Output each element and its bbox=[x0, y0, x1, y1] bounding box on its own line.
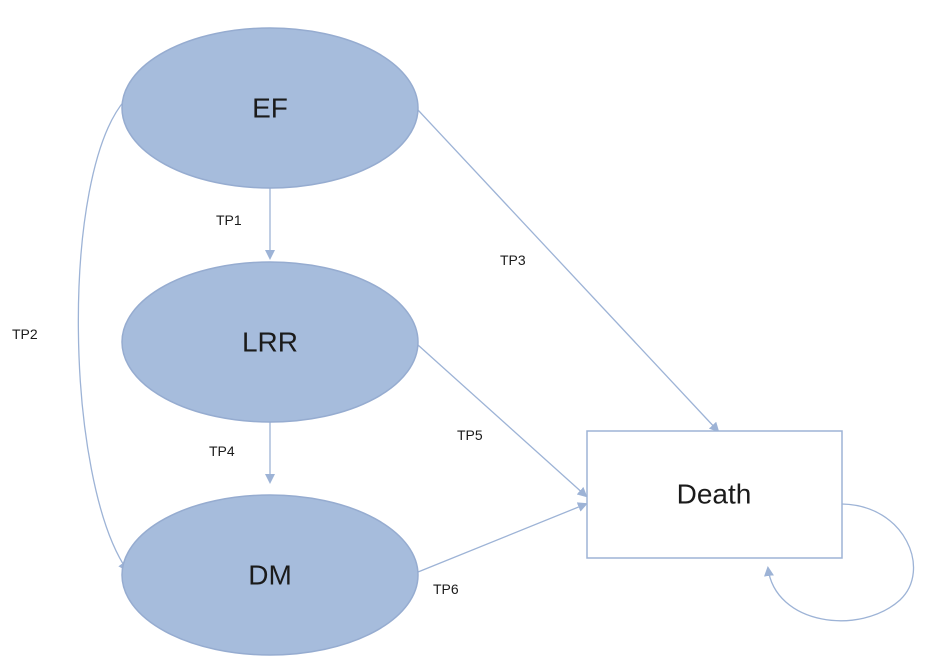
edge-label-tp4: TP4 bbox=[209, 443, 235, 459]
edge-label-tp6: TP6 bbox=[433, 581, 459, 597]
edge-label-tp3: TP3 bbox=[500, 252, 526, 268]
edge-tp3 bbox=[417, 109, 720, 433]
node-death-label: Death bbox=[677, 479, 752, 510]
edge-label-tp5: TP5 bbox=[457, 427, 483, 443]
node-dm-label: DM bbox=[248, 560, 292, 591]
node-dm bbox=[121, 494, 419, 656]
edge-self-loop-death bbox=[764, 503, 915, 622]
edge-label-tp1: TP1 bbox=[216, 212, 242, 228]
node-death bbox=[586, 430, 843, 559]
node-lrr-label: LRR bbox=[242, 327, 298, 358]
edge-label-tp2: TP2 bbox=[12, 326, 38, 342]
node-lrr bbox=[121, 261, 419, 423]
edge-tp6 bbox=[417, 502, 588, 573]
edge-tp2 bbox=[77, 99, 129, 572]
node-ef bbox=[121, 27, 419, 189]
node-ef-label: EF bbox=[252, 93, 288, 124]
edge-tp5 bbox=[417, 344, 588, 498]
